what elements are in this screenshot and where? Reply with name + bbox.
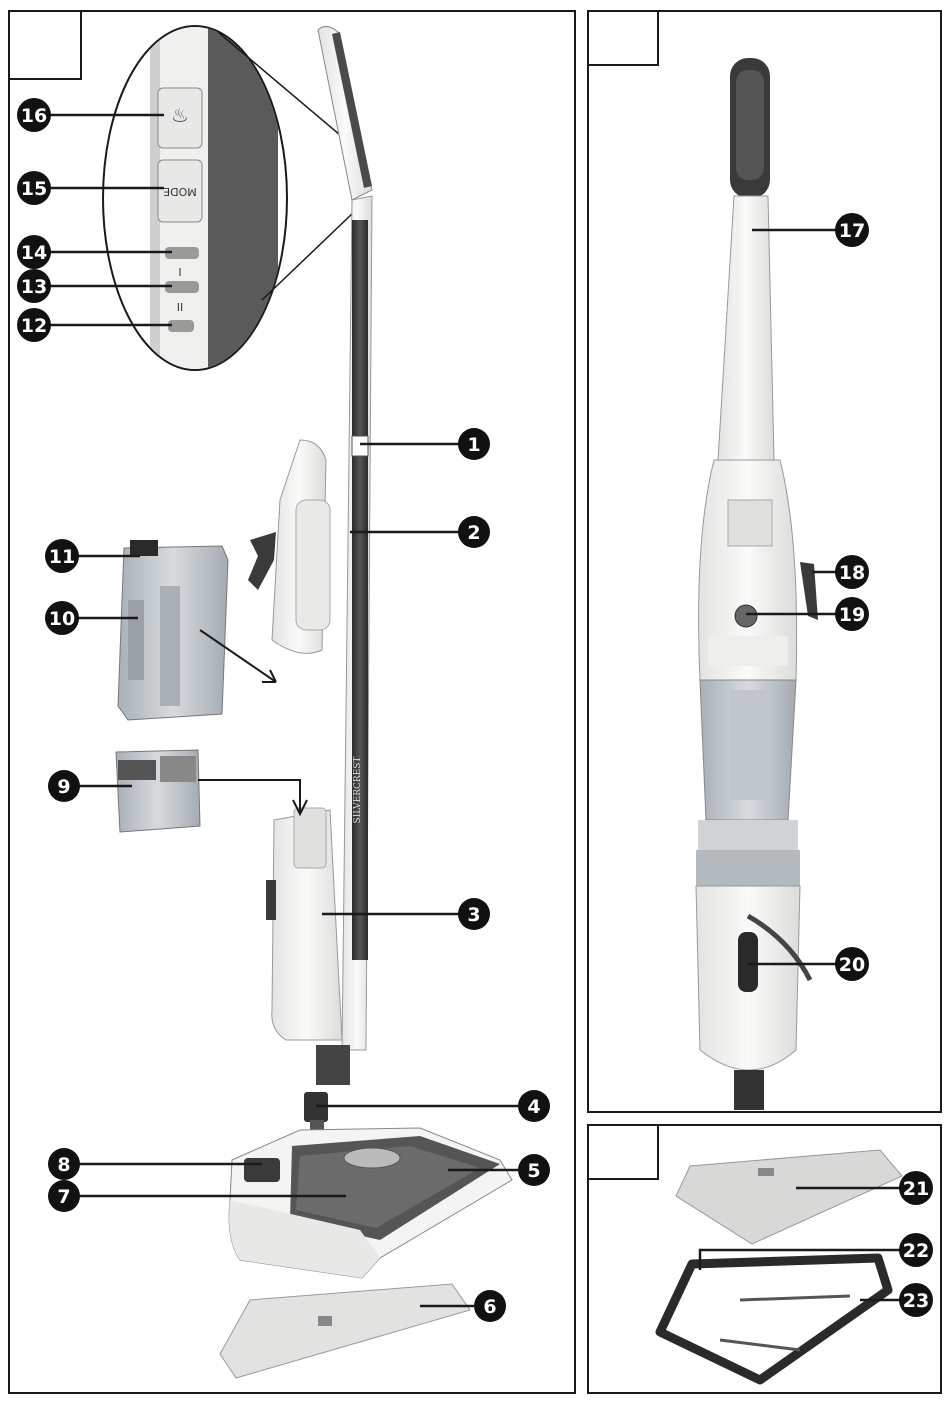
svg-text:21: 21 [903, 1178, 929, 1200]
svg-text:22: 22 [903, 1240, 929, 1262]
svg-text:3: 3 [467, 904, 480, 926]
svg-text:2: 2 [467, 522, 480, 544]
callout-18: 18 [835, 555, 869, 589]
steam-icon: ♨ [171, 103, 189, 127]
callout-19: 19 [835, 597, 869, 631]
svg-text:23: 23 [903, 1290, 929, 1312]
callout-8: 8 [48, 1148, 80, 1180]
svg-text:20: 20 [839, 954, 865, 976]
callout-4: 4 [518, 1090, 550, 1122]
callout-9: 9 [48, 770, 80, 802]
callout-12: 12 [17, 308, 51, 342]
svg-text:19: 19 [839, 604, 865, 626]
brand-label: SILVERCREST [353, 757, 363, 824]
svg-text:13: 13 [21, 276, 47, 298]
svg-text:16: 16 [21, 105, 47, 127]
svg-text:18: 18 [839, 562, 865, 584]
callout-21: 21 [899, 1171, 933, 1205]
mode-button-label: MODE [163, 185, 197, 198]
callout-5: 5 [518, 1154, 550, 1186]
filter-cartridge [116, 750, 200, 832]
svg-text:12: 12 [21, 315, 47, 337]
svg-text:8: 8 [57, 1154, 70, 1176]
steam-mop-back [696, 58, 818, 1110]
svg-text:17: 17 [839, 220, 865, 242]
accessory-items [660, 1150, 902, 1380]
level-1-label: I [178, 266, 181, 279]
callout-16: 16 [17, 98, 51, 132]
water-tank [118, 540, 228, 720]
callout-11: 11 [45, 539, 79, 573]
callout-14: 14 [17, 235, 51, 269]
callout-3: 3 [458, 898, 490, 930]
callout-20: 20 [835, 947, 869, 981]
callout-17: 17 [835, 213, 869, 247]
svg-text:1: 1 [467, 434, 480, 456]
svg-text:11: 11 [49, 546, 75, 568]
callout-1: 1 [458, 428, 490, 460]
svg-text:9: 9 [57, 776, 70, 798]
svg-text:15: 15 [21, 178, 47, 200]
callout-10: 10 [45, 601, 79, 635]
callout-13: 13 [17, 269, 51, 303]
callout-15: 15 [17, 171, 51, 205]
callout-2: 2 [458, 516, 490, 548]
svg-text:10: 10 [49, 608, 75, 630]
svg-text:7: 7 [57, 1186, 70, 1208]
svg-text:5: 5 [527, 1160, 540, 1182]
svg-text:6: 6 [483, 1296, 496, 1318]
callout-23: 23 [899, 1283, 933, 1317]
svg-text:4: 4 [527, 1096, 540, 1118]
svg-text:14: 14 [21, 242, 47, 264]
callout-6: 6 [474, 1290, 506, 1322]
callout-22: 22 [899, 1233, 933, 1267]
level-2-label: II [177, 301, 184, 314]
callout-7: 7 [48, 1180, 80, 1212]
